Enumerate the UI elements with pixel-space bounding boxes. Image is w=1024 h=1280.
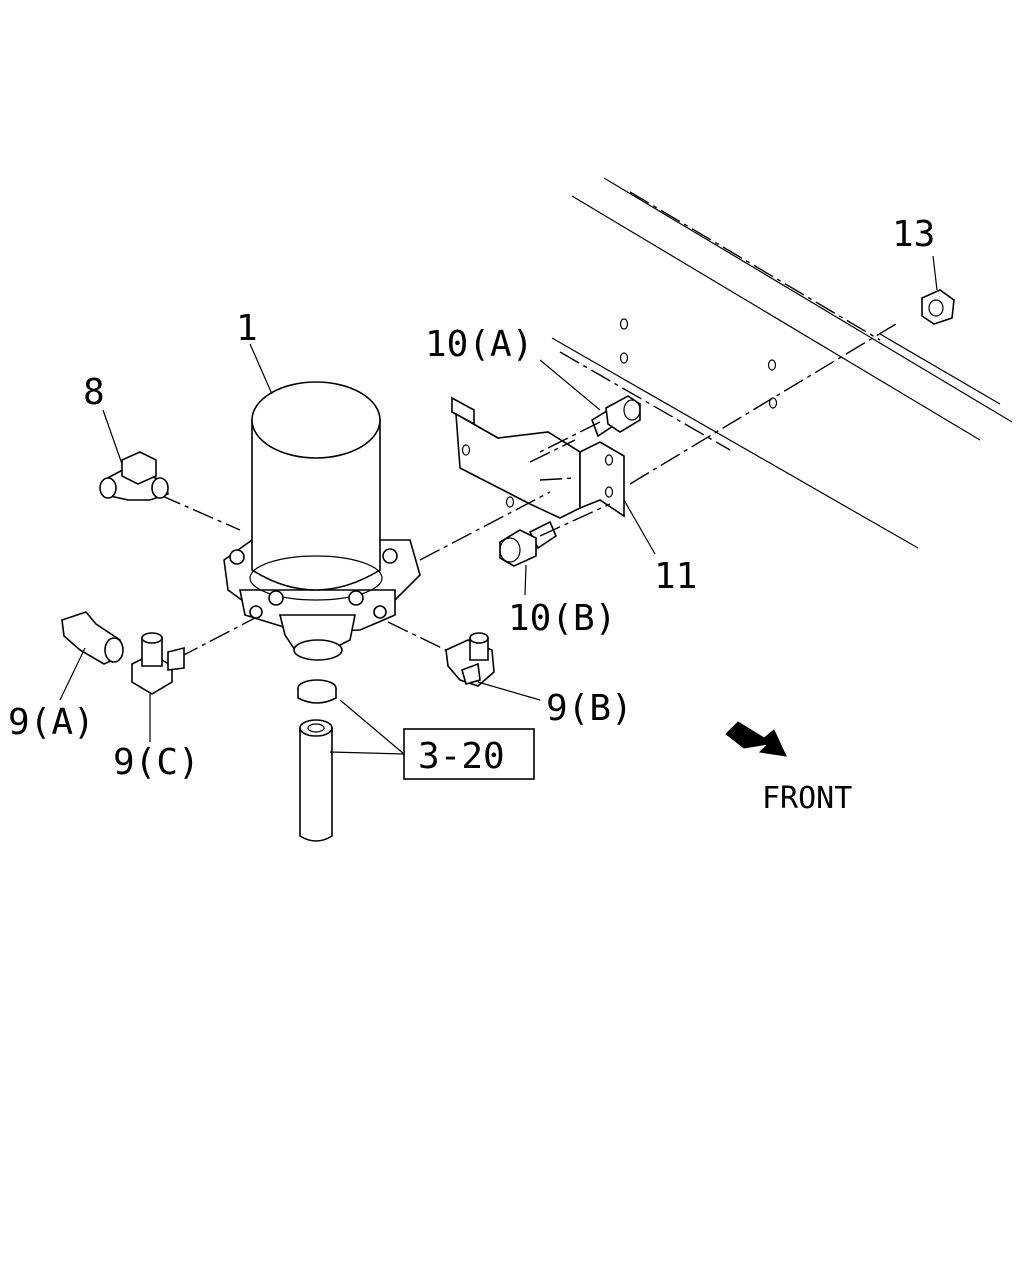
- air-dryer-1: [223, 381, 421, 661]
- clamp-and-hose: [297, 679, 337, 842]
- fitting-9a: [61, 611, 124, 665]
- label-part-10a: 10(A): [425, 324, 533, 365]
- fitting-9c: [131, 632, 185, 695]
- leader-lines: [59, 255, 938, 742]
- label-part-13: 13: [892, 214, 935, 255]
- label-part-9a: 9(A): [8, 702, 95, 743]
- reference-box: [329, 699, 535, 780]
- label-part-9c: 9(C): [113, 742, 200, 783]
- label-part-8: 8: [83, 372, 105, 413]
- fitting-9b: [445, 632, 495, 687]
- front-arrow-icon: [725, 721, 787, 757]
- frame-rail: [551, 177, 1013, 549]
- label-part-10b: 10(B): [508, 598, 616, 639]
- alignment-lines: [159, 323, 897, 659]
- fitting-8: [99, 451, 169, 501]
- label-part-1: 1: [236, 308, 258, 349]
- label-reference: 3-20: [418, 736, 505, 777]
- label-part-11: 11: [654, 556, 697, 597]
- label-part-9b: 9(B): [546, 688, 633, 729]
- bolt-10a: [591, 395, 641, 438]
- label-front: FRONT: [762, 781, 852, 816]
- bolt-10b: [499, 520, 557, 567]
- nut-13: [921, 289, 955, 325]
